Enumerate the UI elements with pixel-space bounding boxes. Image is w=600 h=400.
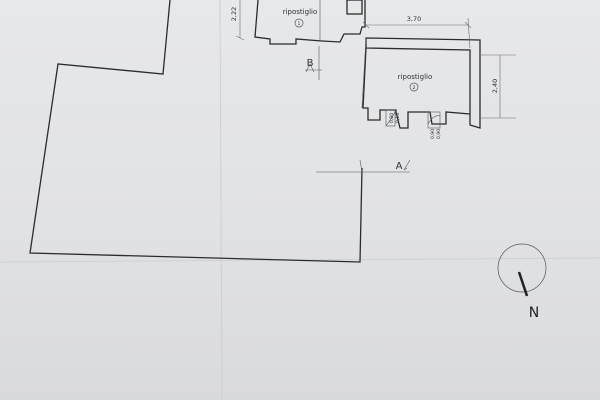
north-label: N (529, 305, 539, 321)
storage-room-2-inner (362, 47, 471, 129)
dim-ext-line (467, 17, 471, 49)
door-1-label-a: 0,80 (389, 113, 395, 123)
section-a-label: A (396, 161, 403, 172)
section-b-marker (305, 63, 315, 73)
room-2-name: ripostiglio (398, 73, 433, 81)
section-b-label: B (307, 58, 314, 69)
north-arrow-icon (517, 271, 529, 297)
storage-room-1-outline (254, 0, 366, 45)
dim-label-room1-height: 2,22 (230, 7, 238, 21)
main-room-outline (29, 0, 363, 263)
room-1-number-circle (294, 18, 304, 28)
north-compass-circle (497, 243, 547, 293)
storage-room-1-column (346, 0, 363, 15)
door-2-swing (427, 115, 441, 125)
dim-tick (235, 35, 245, 41)
section-a-tail (359, 159, 363, 173)
door-2-label-a: 0,90 (430, 129, 436, 139)
door-1-frame (385, 109, 396, 127)
door-1-label-b: 0,10 (395, 113, 401, 123)
dim-label-room2-width: 3,70 (407, 15, 421, 23)
room-2-number-circle (409, 82, 419, 92)
room-1-name: ripostiglio (283, 8, 318, 16)
dim-label-room2-height: 2,40 (491, 79, 499, 93)
room-2-number: 2 (413, 85, 416, 91)
storage-room-2-outline (365, 37, 481, 129)
door-2-frame (427, 111, 441, 129)
section-a-arrow (403, 159, 411, 171)
storage-room-2-left-wall (361, 37, 367, 109)
paper-fold-line (219, 0, 223, 400)
dim-tick (362, 21, 370, 29)
dim-tick (464, 21, 472, 29)
door-2-label-b: 0,90 (436, 129, 442, 139)
room-1-number: 1 (298, 21, 301, 27)
door-1-swing (385, 111, 396, 127)
